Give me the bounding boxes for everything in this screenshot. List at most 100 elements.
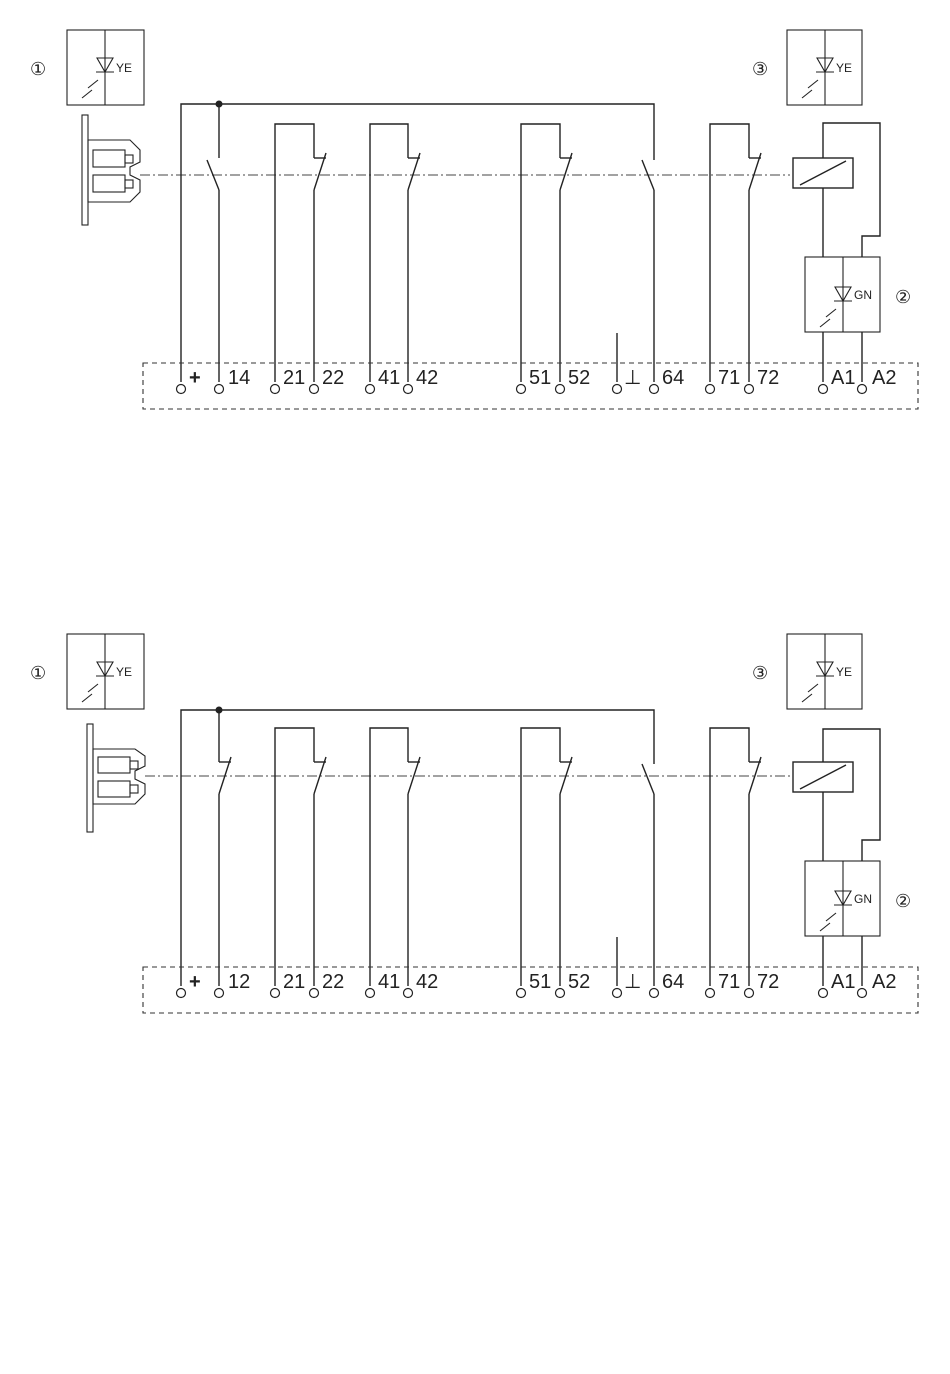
terminal-label: 41 — [378, 971, 400, 993]
diagram-lower: ① ③ ② YE YE — [30, 634, 918, 1013]
contact-71-72 — [710, 124, 761, 382]
terminal-label: 41 — [378, 367, 400, 389]
led-color-label: YE — [836, 665, 852, 679]
led-diode-icon — [802, 662, 834, 702]
terminal-label: 71 — [718, 971, 740, 993]
terminal-label: ⊥ — [624, 971, 641, 993]
led-color-label: GN — [854, 288, 872, 302]
terminal-label: 51 — [529, 971, 551, 993]
led-diode-icon — [82, 58, 114, 98]
contact-71-72 — [710, 728, 761, 986]
terminal-label: 12 — [228, 971, 250, 993]
callout-1: ① — [30, 59, 46, 79]
led-color-label: YE — [836, 61, 852, 75]
contact-64 — [642, 160, 654, 382]
terminal-label: A1 — [831, 367, 855, 389]
terminal-labels: + 12 21 22 41 42 51 52 ⊥ 64 71 72 A1 A2 — [189, 971, 896, 993]
contact-12 — [219, 710, 231, 986]
led-diode-icon — [820, 287, 852, 327]
terminal-label: + — [189, 971, 201, 993]
callout-2: ② — [895, 287, 911, 307]
terminal-label: 42 — [416, 971, 438, 993]
terminal-label: ⊥ — [624, 367, 641, 389]
contact-51-52 — [521, 728, 572, 986]
contact-41-42 — [370, 124, 420, 382]
terminal-41 — [366, 989, 375, 998]
terminal-label: 21 — [283, 971, 305, 993]
terminal-label: A1 — [831, 971, 855, 993]
terminal-label: 72 — [757, 971, 779, 993]
led-color-label: YE — [116, 61, 132, 75]
led-color-label: GN — [854, 892, 872, 906]
actuator-icon — [82, 115, 140, 225]
led-diode-icon — [802, 58, 834, 98]
led-box-yellow-right: YE — [787, 634, 862, 709]
terminal-52 — [556, 385, 565, 394]
terminal-label: 51 — [529, 367, 551, 389]
terminal-label: A2 — [872, 367, 896, 389]
terminal-22 — [310, 989, 319, 998]
contact-64 — [642, 764, 654, 986]
terminal-52 — [556, 989, 565, 998]
led-box-yellow-right: YE — [787, 30, 862, 105]
contact-51-52 — [521, 124, 572, 382]
terminal-22 — [310, 385, 319, 394]
terminal-label: 22 — [322, 367, 344, 389]
terminal-71 — [706, 385, 715, 394]
led-color-label: YE — [116, 665, 132, 679]
terminal-12 — [215, 989, 224, 998]
terminal-51 — [517, 385, 526, 394]
terminal-ground — [613, 385, 622, 394]
terminal-72 — [745, 385, 754, 394]
diagram-upper: ① ③ ② YE YE — [30, 30, 918, 409]
terminal-label: 71 — [718, 367, 740, 389]
common-supply-wire — [181, 710, 654, 986]
terminal-a1 — [819, 989, 828, 998]
terminal-label: 64 — [662, 971, 684, 993]
led-diode-icon — [820, 891, 852, 931]
terminal-64 — [650, 989, 659, 998]
terminal-ground — [613, 989, 622, 998]
terminal-42 — [404, 989, 413, 998]
led-box-yellow-left: YE — [67, 634, 144, 709]
contact-14 — [207, 104, 219, 382]
callout-2: ② — [895, 891, 911, 911]
terminal-plus — [177, 385, 186, 394]
callout-3: ③ — [752, 59, 768, 79]
terminal-21 — [271, 385, 280, 394]
callout-1: ① — [30, 663, 46, 683]
contact-41-42 — [370, 728, 420, 986]
terminal-label: 52 — [568, 971, 590, 993]
terminal-14 — [215, 385, 224, 394]
terminal-label: 64 — [662, 367, 684, 389]
terminal-label: + — [189, 367, 201, 389]
relay-coil — [793, 123, 880, 382]
terminal-71 — [706, 989, 715, 998]
terminal-label: 21 — [283, 367, 305, 389]
terminal-label: 22 — [322, 971, 344, 993]
terminal-plus — [177, 989, 186, 998]
terminal-a1 — [819, 385, 828, 394]
contact-21-22 — [275, 728, 326, 986]
terminal-51 — [517, 989, 526, 998]
led-diode-icon — [82, 662, 114, 702]
terminal-label: 14 — [228, 367, 250, 389]
terminal-label: 72 — [757, 367, 779, 389]
relay-coil — [793, 729, 880, 986]
actuator-icon — [87, 724, 145, 832]
terminal-72 — [745, 989, 754, 998]
terminal-42 — [404, 385, 413, 394]
terminal-label: 52 — [568, 367, 590, 389]
terminal-41 — [366, 385, 375, 394]
led-box-green: GN — [805, 861, 880, 936]
terminal-21 — [271, 989, 280, 998]
terminal-labels: + 14 21 22 41 42 51 52 ⊥ 64 71 72 A1 A2 — [189, 367, 896, 389]
callout-3: ③ — [752, 663, 768, 683]
led-box-yellow-left: YE — [67, 30, 144, 105]
contact-21-22 — [275, 124, 326, 382]
led-box-green: GN — [805, 257, 880, 332]
terminal-label: 42 — [416, 367, 438, 389]
common-supply-wire — [181, 104, 654, 382]
